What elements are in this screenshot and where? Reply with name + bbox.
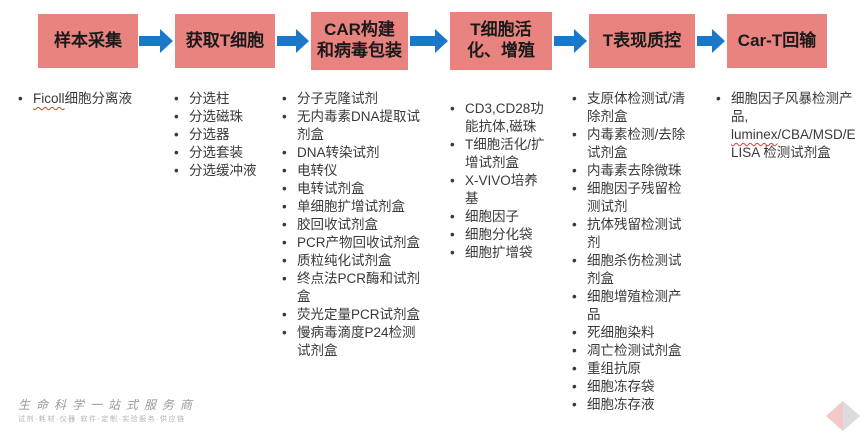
list-item: 死细胞染料 [568, 324, 691, 342]
company-tagline: 试剂·耗材·仪器·软件·定制·实验服务·供应链 [18, 416, 186, 423]
list-item: 细胞因子风暴检测产品, luminex/CBA/MSD/ELISA 检测试剂盒 [712, 90, 860, 162]
spellcheck-squiggle: luminex [731, 127, 778, 142]
list-item: 荧光定量PCR试剂盒 [278, 306, 429, 324]
list-item: 细胞冻存液 [568, 396, 691, 414]
list-item: 无内毒素DNA提取试剂盒 [278, 108, 429, 144]
list-item: 支原体检测试/清除剂盒 [568, 90, 691, 126]
stage-box-obtain-t-cells: 获取T细胞 [175, 14, 275, 68]
list-item: 质粒纯化试剂盒 [278, 252, 429, 270]
list-item: DNA转染试剂 [278, 144, 429, 162]
list-item: 慢病毒滴度P24检测试剂盒 [278, 324, 429, 360]
arrow-head-icon [574, 29, 587, 53]
reagent-list-reinfusion: 细胞因子风暴检测产品, luminex/CBA/MSD/ELISA 检测试剂盒 [712, 90, 860, 162]
reagent-list-obtain-t-cells: 分选柱分选磁珠分选器分选套装分选缓冲液 [170, 90, 280, 180]
list-item: PCR产物回收试剂盒 [278, 234, 429, 252]
reagent-list-qc: 支原体检测试/清除剂盒内毒素检测/去除试剂盒内毒素去除微珠细胞因子残留检测试剂抗… [568, 90, 691, 414]
flow-arrow [139, 29, 173, 53]
list-item: 重组抗原 [568, 360, 691, 378]
list-item: T细胞活化/扩增试剂盒 [446, 136, 551, 172]
list-item: 细胞冻存袋 [568, 378, 691, 396]
arrow-shaft [697, 36, 714, 46]
list-item: 内毒素去除微珠 [568, 162, 691, 180]
list-item: 凋亡检测试剂盒 [568, 342, 691, 360]
stage-box-reinfusion: Car-T回输 [727, 14, 827, 68]
list-item: 细胞扩增袋 [446, 244, 551, 262]
arrow-head-icon [160, 29, 173, 53]
flow-arrow [277, 29, 309, 53]
logo-left-triangle-icon [826, 401, 843, 431]
list-item: 内毒素检测/去除试剂盒 [568, 126, 691, 162]
stage-box-qc: T表现质控 [589, 14, 695, 68]
list-item: 细胞杀伤检测试剂盒 [568, 252, 691, 288]
flow-arrow [410, 29, 448, 53]
list-item: 胶回收试剂盒 [278, 216, 429, 234]
stage-box-sample-collection: 样本采集 [38, 14, 138, 68]
list-item: 电转仪 [278, 162, 429, 180]
list-item: 电转试剂盒 [278, 180, 429, 198]
arrow-head-icon [435, 29, 448, 53]
list-item: 分选器 [170, 126, 280, 144]
list-item: Ficoll细胞分离液 [14, 90, 164, 108]
list-item: 终点法PCR酶和试剂盒 [278, 270, 429, 306]
reagent-list-sample-collection: Ficoll细胞分离液 [14, 90, 164, 108]
reagent-list-car-construction: 分子克隆试剂无内毒素DNA提取试剂盒DNA转染试剂电转仪电转试剂盒单细胞扩增试剂… [278, 90, 429, 360]
arrow-shaft [554, 36, 576, 46]
list-item: 分选套装 [170, 144, 280, 162]
list-item: CD3,CD28功能抗体,磁珠 [446, 100, 551, 136]
company-logo-icon [826, 400, 862, 432]
stage-box-car-construction: CAR构建 和病毒包装 [311, 12, 408, 70]
reagent-list-t-cell-activation: CD3,CD28功能抗体,磁珠T细胞活化/扩增试剂盒X-VIVO培养基细胞因子细… [446, 100, 551, 262]
company-slogan: 生命科学一站式服务商 [18, 398, 199, 412]
arrow-shaft [139, 36, 162, 46]
list-item: 抗体残留检测试剂 [568, 216, 691, 252]
list-item: X-VIVO培养基 [446, 172, 551, 208]
logo-right-triangle-icon [843, 401, 860, 431]
flow-arrow [697, 29, 725, 53]
list-item: 分选柱 [170, 90, 280, 108]
list-item: 分子克隆试剂 [278, 90, 429, 108]
arrow-shaft [277, 36, 298, 46]
arrow-head-icon [712, 29, 725, 53]
list-item: 细胞增殖检测产品 [568, 288, 691, 324]
list-item: 细胞因子残留检测试剂 [568, 180, 691, 216]
spellcheck-squiggle: Ficoll [33, 91, 65, 106]
list-item: 细胞分化袋 [446, 226, 551, 244]
arrow-shaft [410, 36, 437, 46]
list-item: 单细胞扩增试剂盒 [278, 198, 429, 216]
flow-arrow [554, 29, 587, 53]
arrow-head-icon [296, 29, 309, 53]
list-item: 分选磁珠 [170, 108, 280, 126]
list-item: 分选缓冲液 [170, 162, 280, 180]
list-item: 细胞因子 [446, 208, 551, 226]
stage-box-t-cell-activation: T细胞活 化、增殖 [450, 12, 552, 70]
